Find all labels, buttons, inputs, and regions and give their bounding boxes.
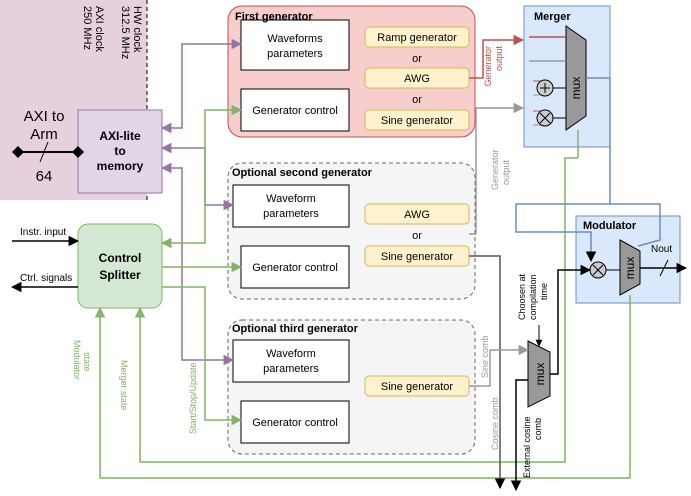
gen1-wave-1: Waveforms	[267, 33, 323, 45]
chosen-label-3: time	[539, 283, 549, 300]
mult-x-2	[539, 112, 551, 124]
gen2-output-label-1: Generator	[490, 149, 500, 190]
green-gen1-control	[160, 104, 243, 249]
gen2-generator-control[interactable]	[240, 245, 350, 289]
gen2-waveform-params[interactable]	[232, 184, 350, 228]
gen2-or: or	[412, 230, 422, 242]
modulator-title: Modulator	[583, 220, 637, 232]
ctrl-signals-label: Ctrl. signals	[20, 273, 72, 284]
merger-mux[interactable]	[565, 25, 587, 131]
chosen-label-2: compilation	[528, 274, 538, 320]
gen1-ramp-generator[interactable]	[364, 26, 470, 48]
cosine-comb-label: Cosine comb	[490, 397, 500, 450]
hw-clock-label: HW clock	[131, 6, 143, 53]
gen1-or-1: or	[412, 53, 422, 65]
gen3-wave-1: Waveform	[266, 348, 316, 360]
axilite-title-2: to	[114, 144, 125, 158]
mod-mult-x-2	[592, 264, 604, 276]
instr-input-label: Instr. input	[20, 227, 66, 238]
gen2-output-label-2: output	[501, 159, 511, 185]
purple-link-gen3	[160, 162, 235, 366]
comb-mux[interactable]	[527, 340, 551, 408]
gen2-output-line	[469, 102, 525, 235]
modulator-mux-label: mux	[623, 257, 637, 280]
chosen-label-1: Choosen at	[517, 273, 527, 320]
axi-clock-label: AXI clock	[93, 6, 105, 52]
gen1-or-2: or	[412, 94, 422, 106]
gen1-ramp-text: Ramp generator	[377, 32, 457, 44]
external-cosine-label-2: comb	[533, 418, 543, 440]
gen1-output-label-1: Generator	[483, 46, 493, 87]
external-cosine-label-1: External cosine	[522, 416, 532, 478]
gen1-title: First generator	[235, 11, 313, 23]
blue-merger-to-mod	[515, 77, 611, 263]
gen1-sine-generator[interactable]	[364, 109, 470, 131]
gen3-wave-2: parameters	[263, 363, 319, 375]
comb-mux-label: mux	[533, 363, 547, 386]
green-modulator-state	[94, 295, 631, 479]
gen2-sine-text: Sine generator	[381, 251, 453, 263]
axi-clock-value: 250 MHz	[81, 6, 93, 50]
merger-title: Merger	[534, 11, 571, 23]
gen3-sine-text: Sine generator	[381, 381, 453, 393]
gen1-output-label-2: output	[494, 46, 504, 72]
gen1-generator-control[interactable]	[240, 88, 350, 132]
gen2-wave-1: Waveform	[266, 193, 316, 205]
gen1-control-text: Generator control	[252, 105, 338, 117]
gen1-output-line	[469, 34, 525, 79]
external-cosine-in	[510, 379, 528, 492]
axilite-title-3: memory	[97, 159, 144, 173]
comb-mux-out	[550, 264, 592, 375]
hw-clock-value: 312.5 MHz	[119, 6, 131, 59]
control-splitter-block[interactable]	[77, 223, 163, 309]
modulator-mux[interactable]	[619, 239, 641, 296]
gen3-control-text: Generator control	[252, 417, 338, 429]
gen2-wave-2: parameters	[263, 208, 319, 220]
axi-bus-slash	[39, 141, 49, 163]
sine-comb-label: Sine comb	[480, 335, 490, 378]
gen2-title: Optional second generator	[232, 167, 373, 179]
gen1-awg-text: AWG	[404, 73, 430, 85]
purple-link-gen2	[160, 142, 235, 211]
gen1-waveforms-params[interactable]	[240, 19, 350, 71]
merger-mux-label: mux	[569, 77, 583, 100]
axi-to-arm-label-2: Arm	[30, 126, 58, 143]
gen3-title: Optional third generator	[232, 323, 359, 335]
splitter-title-2: Splitter	[99, 268, 141, 282]
merger-state-label: Merger state	[119, 360, 129, 411]
green-gen3-control	[162, 286, 243, 426]
modulator-state-label-1: Modulator	[72, 340, 82, 380]
gen2-control-text: Generator control	[252, 262, 338, 274]
gen2-to-comb-black	[469, 255, 506, 490]
axi-to-arm-label-1: AXI to	[24, 108, 65, 125]
green-merger-state	[134, 157, 578, 463]
gen1-wave-2: parameters	[267, 48, 323, 60]
gen3-waveform-params[interactable]	[232, 339, 350, 383]
gen3-sine-comb-line	[469, 344, 530, 387]
gen1-sine-text: Sine generator	[381, 115, 453, 127]
gen2-awg-text: AWG	[404, 209, 430, 221]
bus-width-label: 64	[36, 168, 53, 185]
gen2-awg[interactable]	[364, 203, 470, 225]
modulator-state-label-2: state	[82, 352, 92, 372]
nout-label: Nout	[651, 244, 672, 255]
axilite-title-1: AXI-lite	[99, 129, 141, 143]
nout-bus-slash	[659, 259, 669, 277]
blue-merger-to-mod-2	[610, 203, 661, 247]
start-stop-label: Start/Stop/Update	[188, 362, 198, 434]
splitter-title-1: Control	[99, 251, 142, 265]
